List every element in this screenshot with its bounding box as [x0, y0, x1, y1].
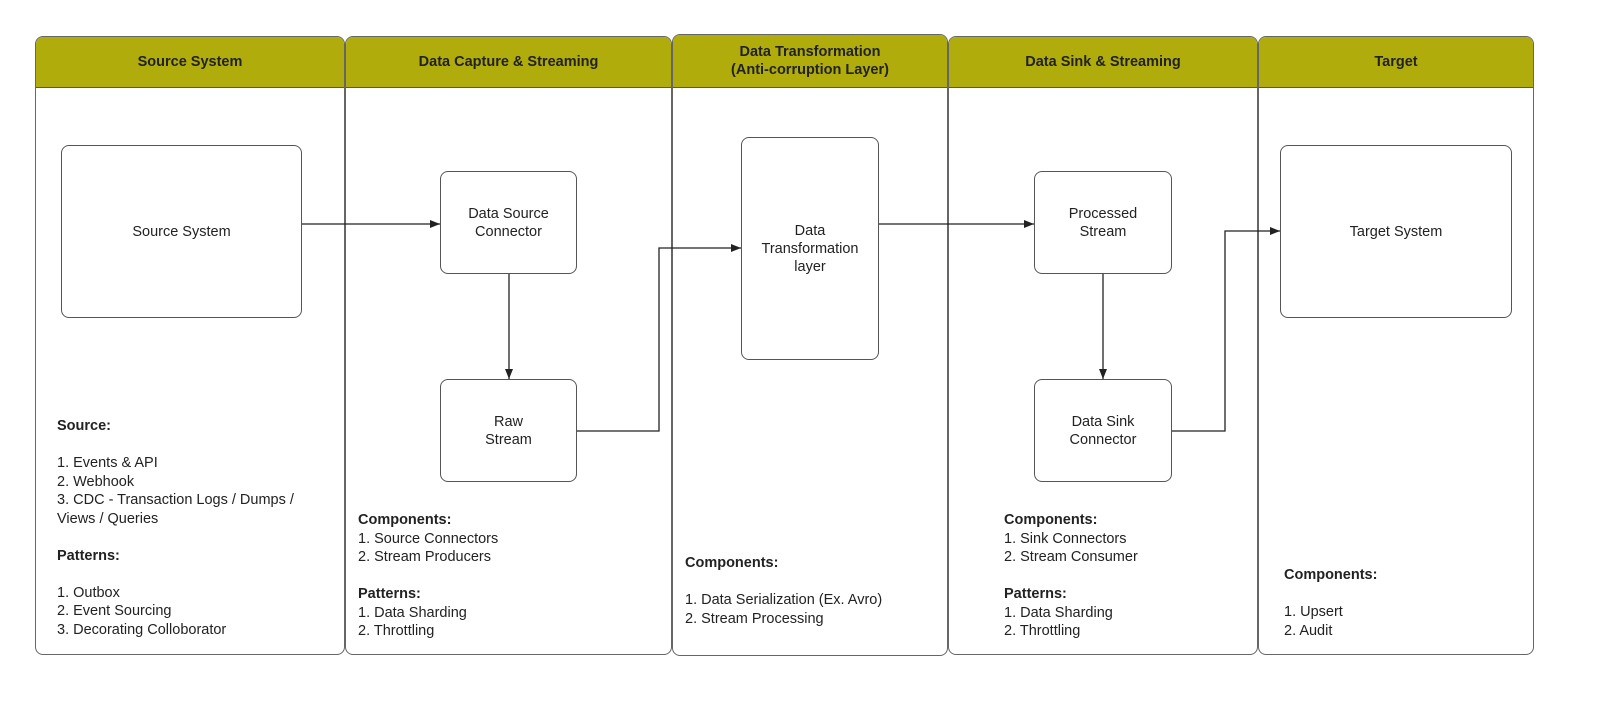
notes-heading: Components:	[358, 512, 452, 528]
notes-item: 2. Stream Consumer	[1004, 549, 1138, 565]
notes-heading: Patterns:	[1004, 586, 1067, 602]
box-label: Connector	[1069, 431, 1137, 448]
box-label: Stream	[485, 431, 532, 448]
box-label: Data Source	[468, 205, 549, 222]
notes-item: 2. Webhook	[57, 473, 135, 490]
lane-header: Data Sink & Streaming	[949, 37, 1257, 88]
notes-item: 1. Sink Connectors	[1004, 530, 1127, 547]
notes-item: 1. Data Sharding	[358, 604, 467, 621]
notes-item: 2. Throttling	[358, 623, 435, 639]
box-label: Source System	[132, 223, 231, 240]
notes-heading: Source:	[57, 418, 111, 434]
notes-item: 3. CDC - Transaction Logs / Dumps /	[57, 492, 294, 508]
notes-heading: Patterns:	[358, 586, 421, 602]
lane-header: Data Capture & Streaming	[346, 37, 671, 88]
notes-heading: Patterns:	[57, 547, 120, 564]
notes-item: 1. Source Connectors	[358, 530, 499, 547]
notes-item: 2. Audit	[1284, 622, 1333, 639]
notes-target: Components: 1. Upsert 2. Audit	[1284, 566, 1377, 640]
notes-item: 1. Data Sharding	[1004, 604, 1113, 621]
notes-sink: Components: 1. Sink Connectors 2. Stream…	[1004, 511, 1138, 641]
box-label: Data	[794, 222, 826, 239]
box-label: layer	[794, 258, 826, 275]
notes-item: 1. Upsert	[1284, 604, 1343, 620]
box-label: Raw	[493, 413, 523, 430]
lane-header: Target	[1259, 37, 1533, 88]
notes-item: 2. Event Sourcing	[57, 603, 172, 619]
notes-transformation: Components: 1. Data Serialization (Ex. A…	[685, 554, 882, 628]
notes-item: 3. Decorating Colloborator	[57, 621, 227, 638]
box-label: Data Sink	[1071, 413, 1135, 430]
box-target-system: Target System	[1280, 145, 1512, 318]
notes-source: Source: 1. Events & API 2. Webhook 3. CD…	[57, 417, 294, 639]
notes-item: 2. Stream Producers	[358, 549, 491, 565]
notes-item: 2. Stream Processing	[685, 610, 824, 627]
notes-item: 2. Throttling	[1004, 623, 1081, 639]
lane-header: Data Transformation (Anti-corruption Laye…	[673, 35, 947, 88]
lane-header-line: Data Transformation	[739, 44, 881, 60]
box-label: Stream	[1079, 223, 1127, 240]
arrow-raw-to-transformation	[577, 244, 741, 432]
notes-item: 1. Data Serialization (Ex. Avro)	[685, 592, 883, 608]
box-label: Target System	[1349, 223, 1443, 240]
arrow-sink-to-target	[1172, 227, 1280, 432]
box-source-system: Source System	[61, 145, 302, 318]
lane-target: Target	[1258, 36, 1534, 655]
notes-heading: Components:	[1284, 567, 1378, 583]
lane-header-line: (Anti-corruption Layer)	[731, 62, 889, 78]
notes-heading: Components:	[685, 555, 779, 571]
lane-source-system: Source System	[35, 36, 345, 655]
box-label: Connector	[475, 223, 542, 240]
notes-heading: Components:	[1004, 512, 1098, 528]
notes-capture: Components: 1. Source Connectors 2. Stre…	[358, 511, 498, 641]
notes-item: Views / Queries	[57, 510, 159, 527]
lane-header: Source System	[36, 37, 344, 88]
box-label: Transformation	[761, 240, 859, 257]
box-label: Processed	[1068, 205, 1138, 222]
notes-item: 1. Events & API	[57, 455, 158, 471]
notes-item: 1. Outbox	[57, 584, 120, 601]
